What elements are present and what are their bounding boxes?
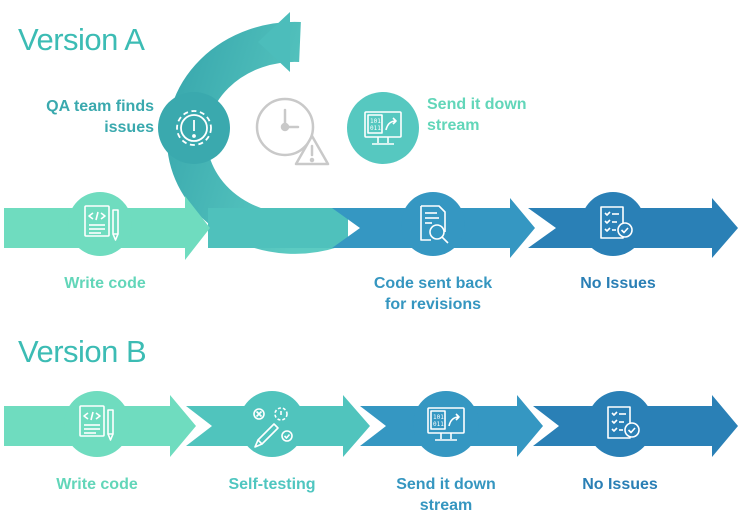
code-sent-back-circle <box>401 192 465 256</box>
no-issues-a-text: No Issues <box>580 275 656 292</box>
self-testing-text: Self-testing <box>228 476 316 493</box>
self-testing-label: Self-testing <box>197 474 347 495</box>
code-document-icon <box>84 205 119 241</box>
send-down-a-line1: Send it down <box>427 96 527 113</box>
write-code-a-circle <box>68 192 132 256</box>
monitor-share-icon: 101 011 <box>427 407 465 441</box>
checklist-icon <box>600 206 633 239</box>
write-code-b-text: Write code <box>56 476 138 493</box>
svg-text:101: 101 <box>433 414 444 421</box>
send-down-a-line2: stream <box>427 117 480 134</box>
svg-text:011: 011 <box>370 125 381 132</box>
monitor-share-icon: 101 011 <box>364 111 402 145</box>
code-sent-back-line1: Code sent back <box>373 275 493 292</box>
loop-connector <box>208 208 348 248</box>
checklist-icon <box>607 406 640 439</box>
write-code-a-text: Write code <box>64 275 146 292</box>
send-down-stream-label-b: Send it down stream <box>371 474 521 516</box>
send-down-b-line2: stream <box>419 497 473 514</box>
code-sent-back-label: Code sent back for revisions <box>358 273 508 315</box>
self-testing-circle <box>239 391 305 457</box>
send-down-b-line1: Send it down <box>396 476 496 493</box>
document-search-icon <box>420 205 449 244</box>
no-issues-a-label: No Issues <box>543 273 693 294</box>
version-a-heading: Version A <box>18 22 145 57</box>
no-issues-b-circle <box>587 391 653 457</box>
code-document-icon <box>79 405 114 441</box>
send-down-b-circle <box>413 391 479 457</box>
code-sent-back-line2: for revisions <box>384 296 482 313</box>
no-issues-b-label: No Issues <box>545 474 695 495</box>
clock-warning-icon <box>255 97 330 166</box>
send-down-stream-label-a: Send it down stream <box>427 94 567 136</box>
svg-text:101: 101 <box>370 118 381 125</box>
write-code-a-label: Write code <box>30 273 180 294</box>
gear-alert-icon <box>176 110 212 146</box>
send-down-a-circle <box>347 92 419 164</box>
qa-label-line2: issues <box>104 119 154 136</box>
no-issues-a-circle <box>581 192 645 256</box>
version-b-heading: Version B <box>18 334 147 369</box>
self-test-icon <box>253 407 293 448</box>
write-code-b-label: Write code <box>22 474 172 495</box>
svg-text:011: 011 <box>433 421 444 428</box>
no-issues-b-text: No Issues <box>582 476 658 493</box>
qa-finds-issues-label: QA team finds issues <box>14 96 154 138</box>
write-code-b-circle <box>64 391 130 457</box>
loop-arrowhead <box>258 12 290 72</box>
qa-label-line1: QA team finds <box>46 98 154 115</box>
